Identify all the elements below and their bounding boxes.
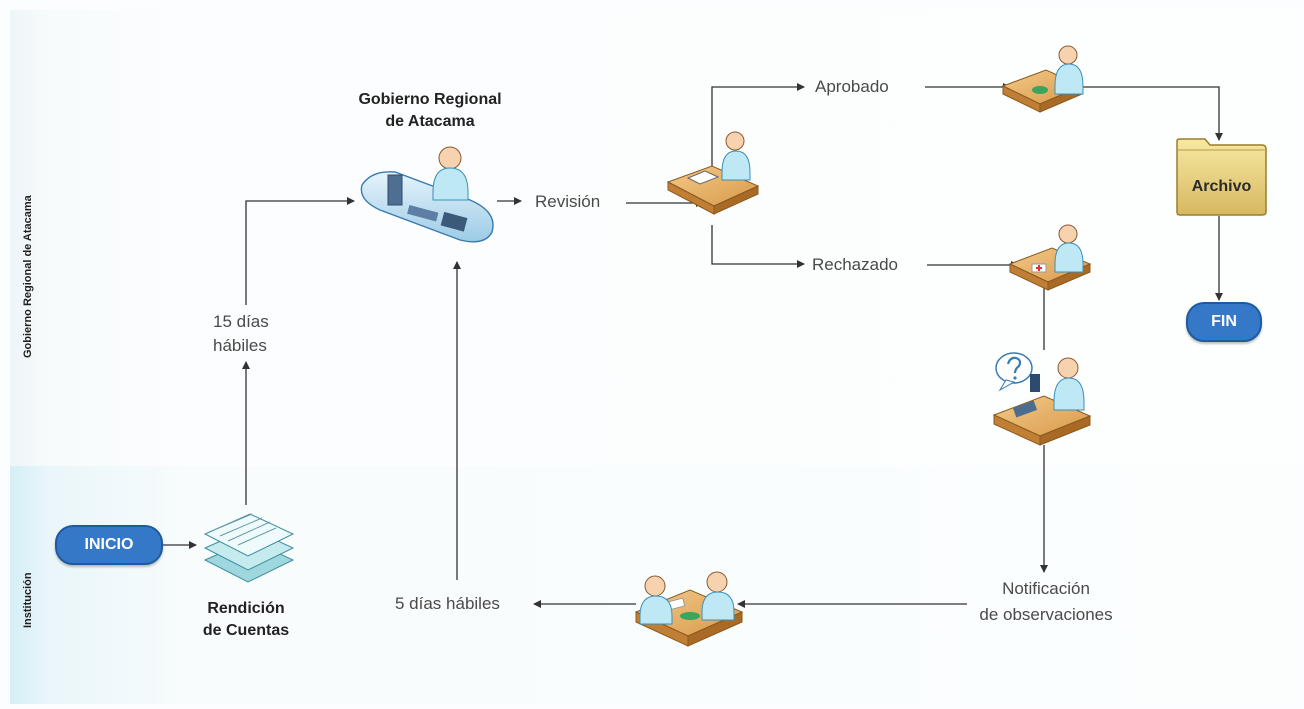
documents-icon <box>203 513 295 583</box>
approved-desk-icon <box>1001 45 1084 113</box>
dias15-line1: 15 días <box>213 312 269 331</box>
review-desk-icon <box>666 131 760 215</box>
swimlane-gobierno <box>10 10 1302 466</box>
rechazado-label: Rechazado <box>812 255 899 274</box>
rendicion-label: Rendición de Cuentas <box>176 598 316 642</box>
notification-desk-icon <box>992 352 1092 446</box>
notificacion-line2: de observaciones <box>979 605 1113 624</box>
notificacion-line1: Notificación <box>1002 579 1090 598</box>
connectors <box>163 83 1223 608</box>
gobierno-regional-line1: Gobierno Regional <box>358 91 502 108</box>
revision-label: Revisión <box>535 192 601 211</box>
dias15-line2: hábiles <box>213 336 267 355</box>
gobierno-regional-line2: de Atacama <box>385 113 475 130</box>
rendicion-label-line2: de Cuentas <box>202 622 290 639</box>
rendicion-label-line1: Rendición <box>207 600 285 617</box>
rejected-desk-icon <box>1008 224 1092 291</box>
aprobado-label: Aprobado <box>815 77 889 96</box>
archivo-label: Archivo <box>1191 178 1252 195</box>
notificacion-label: Notificación de observaciones <box>960 576 1132 628</box>
regional-government-desk-icon <box>360 146 494 243</box>
dias5-label: 5 días hábiles <box>395 594 500 613</box>
gobierno-regional-label: Gobierno Regional de Atacama <box>340 89 520 133</box>
end-node: FIN <box>1186 302 1262 342</box>
archive-folder-icon <box>1176 138 1267 216</box>
start-node: INICIO <box>55 525 163 565</box>
dias15-label: 15 días hábiles <box>213 310 269 358</box>
meeting-desk-icon <box>634 571 744 647</box>
